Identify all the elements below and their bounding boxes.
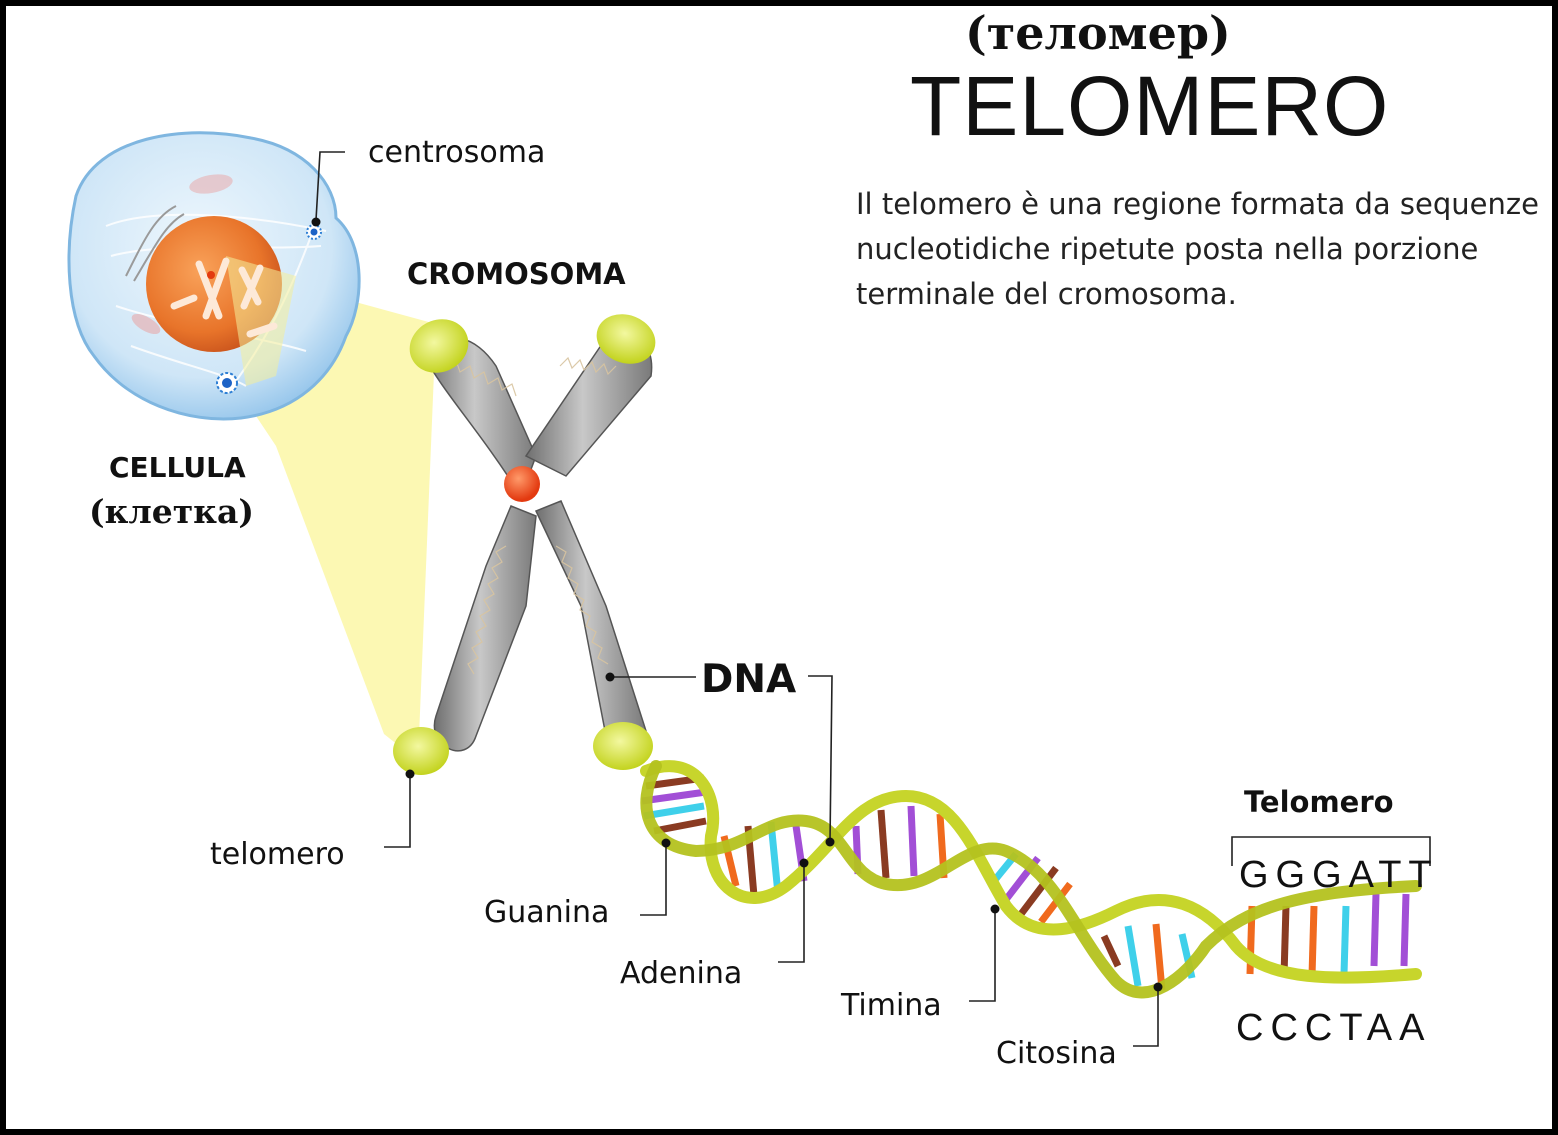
label-centrosoma: centrosoma (368, 135, 546, 170)
page-title: TELOMERO (910, 59, 1390, 153)
label-citosina: Citosina (996, 1036, 1117, 1071)
label-dna: DNA (701, 657, 797, 702)
sequence-top-strand: GGGATT (1239, 854, 1439, 896)
cell (67, 131, 361, 421)
label-telomero-chromosome: telomero (210, 837, 345, 872)
subtitle-russian: (теломер) (965, 6, 1231, 60)
label-cellula-russian: (клетка) (89, 492, 254, 531)
label-telomero-sequence: Telomero (1244, 785, 1394, 819)
label-adenina: Adenina (620, 956, 743, 991)
label-guanina: Guanina (484, 895, 610, 930)
description-text: Il telomero è una regione formata da seq… (856, 187, 1539, 311)
dna-helix (640, 760, 1422, 999)
leader-lines (315, 151, 1431, 1047)
label-timina: Timina (841, 988, 942, 1023)
sequence-bottom-strand: CCCTAA (1236, 1007, 1432, 1049)
diagram-artwork (67, 131, 1431, 1047)
leader-dots (311, 217, 1163, 992)
label-cromosoma: CROMOSOMA (407, 257, 626, 291)
diagram-frame: (теломер) TELOMERO Il telomero è una reg… (6, 6, 1552, 1129)
chromosome (393, 314, 656, 775)
label-cellula: CELLULA (109, 451, 246, 484)
